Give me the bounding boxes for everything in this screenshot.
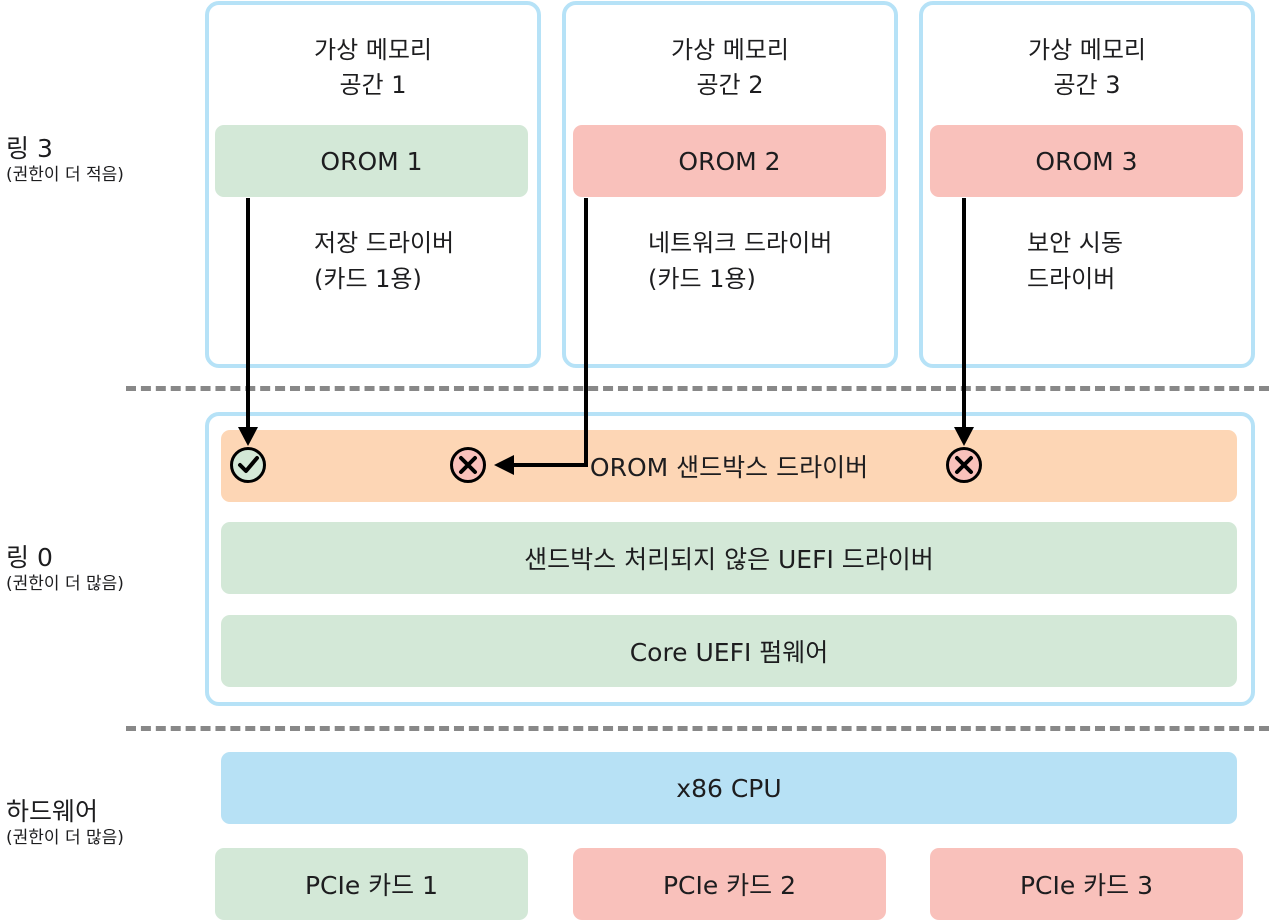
address-space-title-line1: 가상 메모리 (1027, 36, 1147, 64)
ring3-label: 링 3 (권한이 더 적음) (6, 134, 124, 186)
driver-3-line1: 보안 시동 (1027, 229, 1123, 257)
address-space-title-line1: 가상 메모리 (313, 36, 433, 64)
address-space-title: 가상 메모리 공간 3 (923, 33, 1251, 103)
orom-3-block: OROM 3 (930, 125, 1243, 197)
driver-1-description: 저장 드라이버 (카드 1용) (314, 225, 454, 297)
arrow-orom-2 (494, 198, 588, 475)
driver-2-line1: 네트워크 드라이버 (648, 229, 833, 257)
address-space-title-line1: 가상 메모리 (670, 36, 790, 64)
cpu-label: x86 CPU (676, 773, 782, 803)
unsandboxed-uefi-driver-layer: 샌드박스 처리되지 않은 UEFI 드라이버 (221, 522, 1237, 594)
arrow-orom-1 (238, 198, 258, 446)
pcie-card-3: PCIe 카드 3 (930, 848, 1243, 920)
ring3-note: (권한이 더 적음) (6, 165, 124, 185)
ring-divider-lower (126, 726, 1269, 731)
hardware-name: 하드웨어 (6, 797, 99, 826)
ring0-name: 링 0 (6, 543, 53, 572)
pcie-card-3-label: PCIe 카드 3 (1019, 871, 1154, 900)
driver-2-description: 네트워크 드라이버 (카드 1용) (648, 225, 832, 297)
x-circle-icon (946, 447, 982, 483)
cpu-layer: x86 CPU (221, 752, 1237, 824)
check-circle-icon (230, 447, 266, 483)
driver-2-line2: (카드 1용) (648, 265, 756, 293)
address-space-title-line2: 공간 2 (696, 71, 764, 99)
hardware-note: (권한이 더 많음) (6, 828, 124, 848)
address-space-title-line2: 공간 3 (1053, 71, 1121, 99)
orom-sandbox-driver-label: OROM 샌드박스 드라이버 (589, 453, 869, 482)
core-uefi-firmware-label: Core UEFI 펌웨어 (629, 638, 829, 667)
driver-3-line2: 드라이버 (1027, 265, 1116, 293)
orom-3-label: OROM 3 (1035, 146, 1138, 176)
arrow-orom-3 (954, 198, 974, 446)
unsandboxed-uefi-driver-label: 샌드박스 처리되지 않은 UEFI 드라이버 (524, 545, 934, 574)
ring0-note: (권한이 더 많음) (6, 574, 124, 594)
hardware-label: 하드웨어 (권한이 더 많음) (6, 797, 124, 849)
pcie-card-1: PCIe 카드 1 (215, 848, 528, 920)
driver-1-line2: (카드 1용) (314, 265, 422, 293)
address-space-title-line2: 공간 1 (339, 71, 407, 99)
driver-1-line1: 저장 드라이버 (314, 229, 455, 257)
orom-2-block: OROM 2 (573, 125, 886, 197)
ring3-name: 링 3 (6, 134, 53, 163)
driver-3-description: 보안 시동 드라이버 (1027, 225, 1123, 297)
orom-1-block: OROM 1 (215, 125, 528, 197)
pcie-card-1-label: PCIe 카드 1 (304, 871, 439, 900)
ring0-label: 링 0 (권한이 더 많음) (6, 543, 124, 595)
address-space-title: 가상 메모리 공간 1 (209, 33, 537, 103)
orom-sandbox-driver-layer: OROM 샌드박스 드라이버 (221, 430, 1237, 502)
orom-2-label: OROM 2 (678, 146, 781, 176)
orom-1-label: OROM 1 (320, 146, 423, 176)
pcie-card-2: PCIe 카드 2 (573, 848, 886, 920)
core-uefi-firmware-layer: Core UEFI 펌웨어 (221, 615, 1237, 687)
pcie-card-2-label: PCIe 카드 2 (662, 871, 797, 900)
address-space-title: 가상 메모리 공간 2 (566, 33, 894, 103)
ring-divider-upper (126, 386, 1269, 391)
x-circle-icon (450, 447, 486, 483)
